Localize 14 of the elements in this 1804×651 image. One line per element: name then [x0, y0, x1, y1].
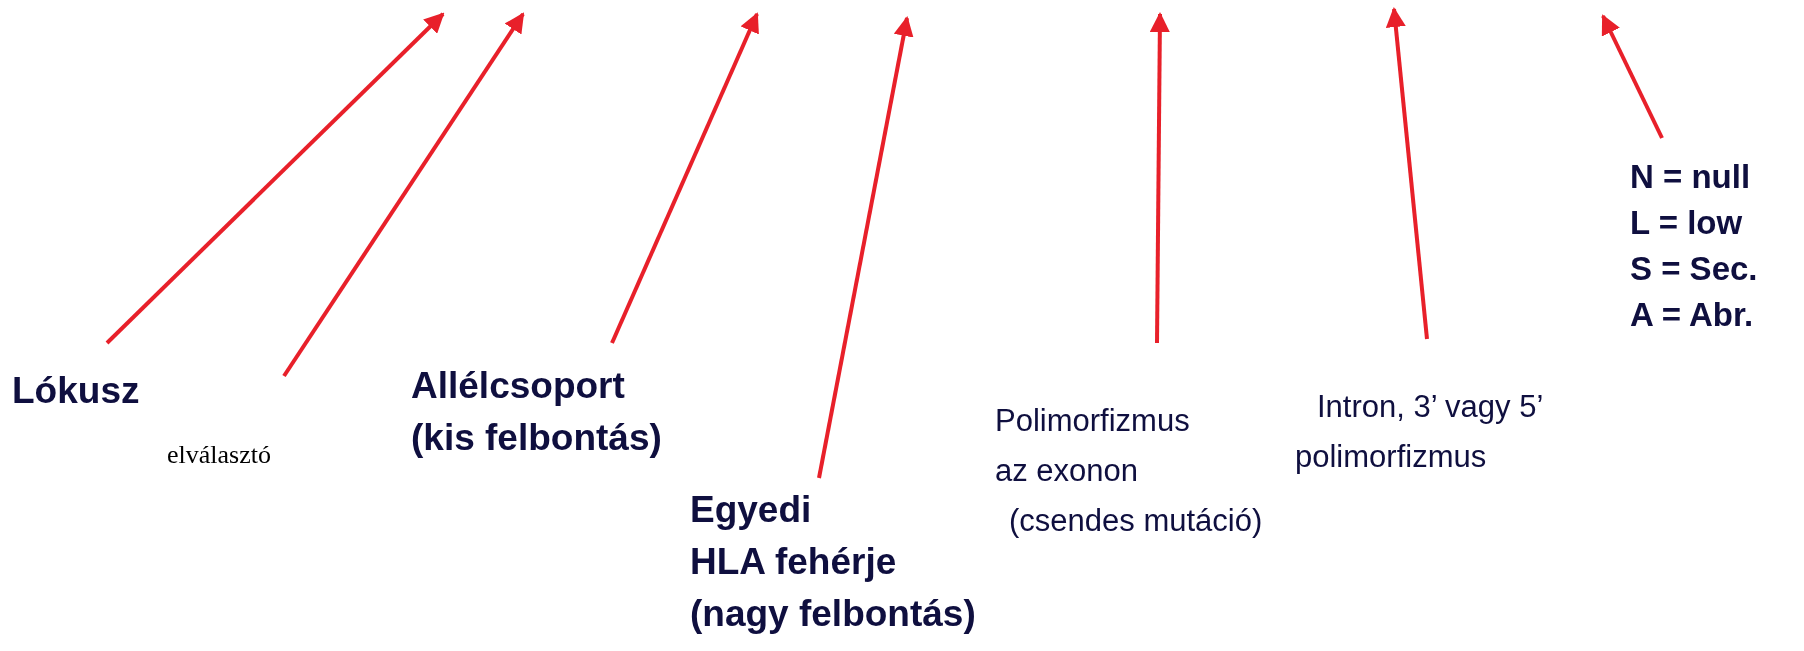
arrow [817, 16, 914, 479]
arrow [105, 12, 445, 345]
arrow [1601, 14, 1664, 139]
term-label: Egyedi HLA fehérje (nagy felbontás) [690, 484, 976, 640]
term-label: elválasztó [167, 440, 271, 470]
arrow [1149, 12, 1170, 343]
arrow [282, 12, 525, 378]
term-label: Intron, 3’ vagy 5’ polimorfizmus [1295, 382, 1544, 482]
term-label: Lókusz [12, 365, 140, 417]
term-label: Polimorfizmus az exonon (csendes mutáció) [995, 396, 1263, 546]
term-label: N = null L = low S = Sec. A = Abr. [1630, 154, 1758, 338]
arrow [610, 12, 759, 344]
term-label: Allélcsoport (kis felbontás) [411, 360, 662, 464]
arrow [1385, 7, 1429, 340]
